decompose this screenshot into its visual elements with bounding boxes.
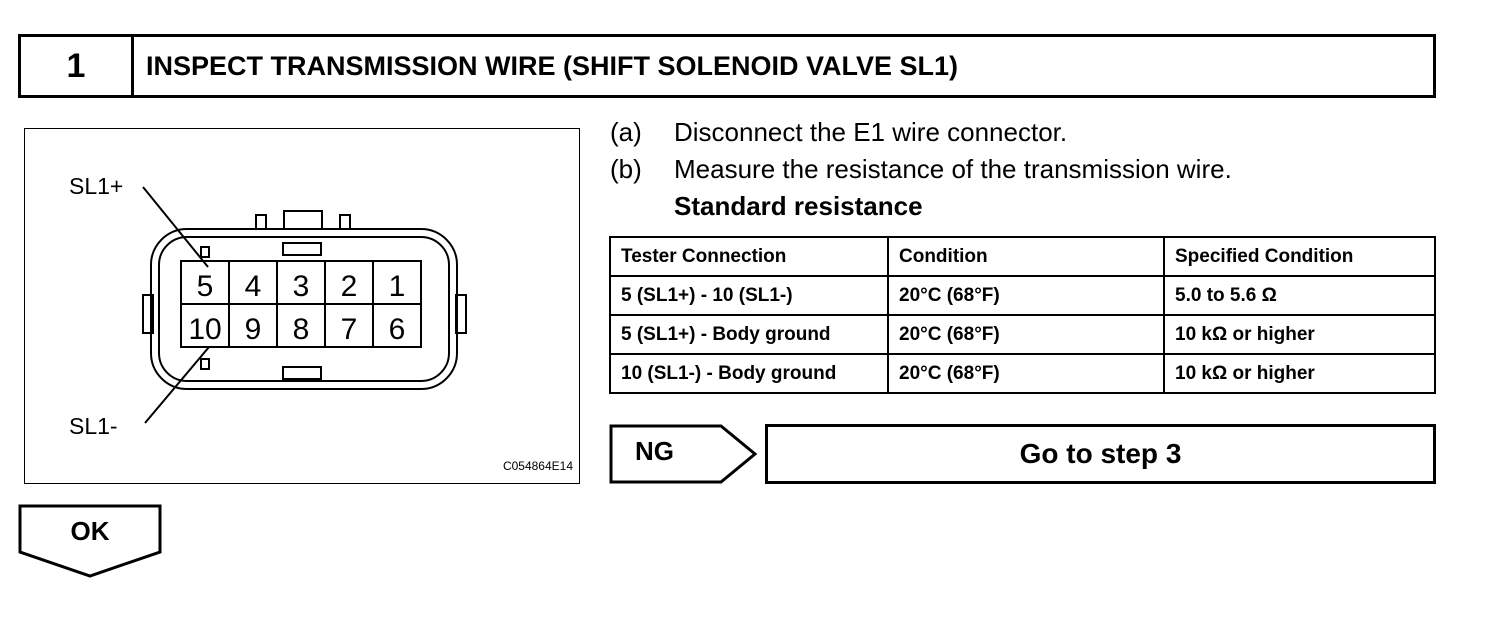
connector-tab: [339, 214, 351, 230]
instruction-marker: (b): [610, 154, 642, 184]
table-row: 5 (SL1+) - 10 (SL1-) 20°C (68°F) 5.0 to …: [609, 275, 1436, 316]
connector-latch: [282, 366, 322, 380]
connector-tab: [255, 214, 267, 230]
connector-figure: 5 4 3 2 1 10 9 8 7 6 SL1+ SL1- C054864E1…: [24, 128, 580, 484]
pin-5: 5: [197, 270, 214, 303]
col-condition: Condition: [887, 236, 1165, 277]
pin-6: 6: [389, 313, 406, 346]
table-row: 5 (SL1+) - Body ground 20°C (68°F) 10 kΩ…: [609, 314, 1436, 355]
pin-3: 3: [293, 270, 310, 303]
ng-arrow[interactable]: NG: [609, 424, 759, 484]
instruction-b: (b) Measure the resistance of the transm…: [610, 151, 1232, 188]
col-specified-condition: Specified Condition: [1163, 236, 1436, 277]
ng-action-box[interactable]: Go to step 3: [765, 424, 1436, 484]
table-cell: 10 kΩ or higher: [1163, 353, 1436, 394]
connector-shell-inner: [158, 236, 450, 382]
step-header: 1 INSPECT TRANSMISSION WIRE (SHIFT SOLEN…: [18, 34, 1436, 98]
table-cell: 10 kΩ or higher: [1163, 314, 1436, 355]
ng-arrow-shape: [609, 424, 758, 484]
col-tester-connection: Tester Connection: [609, 236, 889, 277]
table-cell: 10 (SL1-) - Body ground: [609, 353, 889, 394]
ng-label: NG: [635, 436, 674, 466]
ok-label: OK: [70, 516, 110, 546]
connector-key: [283, 210, 323, 230]
standard-resistance-label: Standard resistance: [674, 191, 923, 221]
table-header-row: Tester Connection Condition Specified Co…: [609, 236, 1436, 277]
step-title: INSPECT TRANSMISSION WIRE (SHIFT SOLENOI…: [146, 50, 959, 81]
table-cell: 20°C (68°F): [887, 314, 1165, 355]
pin-1: 1: [389, 270, 406, 303]
instruction-a: (a) Disconnect the E1 wire connector.: [610, 114, 1232, 151]
sl1-plus-leader: [142, 186, 209, 268]
instructions: (a) Disconnect the E1 wire connector. (b…: [610, 114, 1232, 225]
resistance-table: Tester Connection Condition Specified Co…: [609, 236, 1436, 394]
pin-9: 9: [245, 313, 262, 346]
pin-10: 10: [188, 313, 221, 346]
ok-arrow[interactable]: OK: [18, 504, 164, 578]
pin-4: 4: [245, 270, 262, 303]
table-cell: 20°C (68°F): [887, 275, 1165, 316]
instruction-text: Disconnect the E1 wire connector.: [674, 117, 1068, 147]
table-cell: 5 (SL1+) - Body ground: [609, 314, 889, 355]
table-cell: 5 (SL1+) - 10 (SL1-): [609, 275, 889, 316]
sl1-minus-label: SL1-: [69, 413, 118, 439]
sl1-plus-label: SL1+: [69, 173, 124, 199]
connector-latch: [282, 242, 322, 256]
table-cell: 5.0 to 5.6 Ω: [1163, 275, 1436, 316]
sl1-minus-leader: [144, 346, 210, 424]
connector-side-tab: [142, 294, 154, 334]
table-cell: 20°C (68°F): [887, 353, 1165, 394]
connector-diagram: 5 4 3 2 1 10 9 8 7 6: [142, 186, 467, 424]
table-row: 10 (SL1-) - Body ground 20°C (68°F) 10 k…: [609, 353, 1436, 394]
pin-2: 2: [341, 270, 358, 303]
connector-stud: [200, 358, 210, 370]
step-number: 1: [21, 37, 134, 95]
connector-stud: [200, 246, 210, 258]
pin-8: 8: [293, 313, 310, 346]
figure-code: C054864E14: [502, 459, 573, 473]
pin-7: 7: [341, 313, 358, 346]
ok-arrow-shape: [18, 504, 162, 578]
instruction-text: Measure the resistance of the transmissi…: [674, 154, 1232, 184]
instruction-marker: (a): [610, 117, 642, 147]
connector-shell-outer: [150, 228, 458, 390]
